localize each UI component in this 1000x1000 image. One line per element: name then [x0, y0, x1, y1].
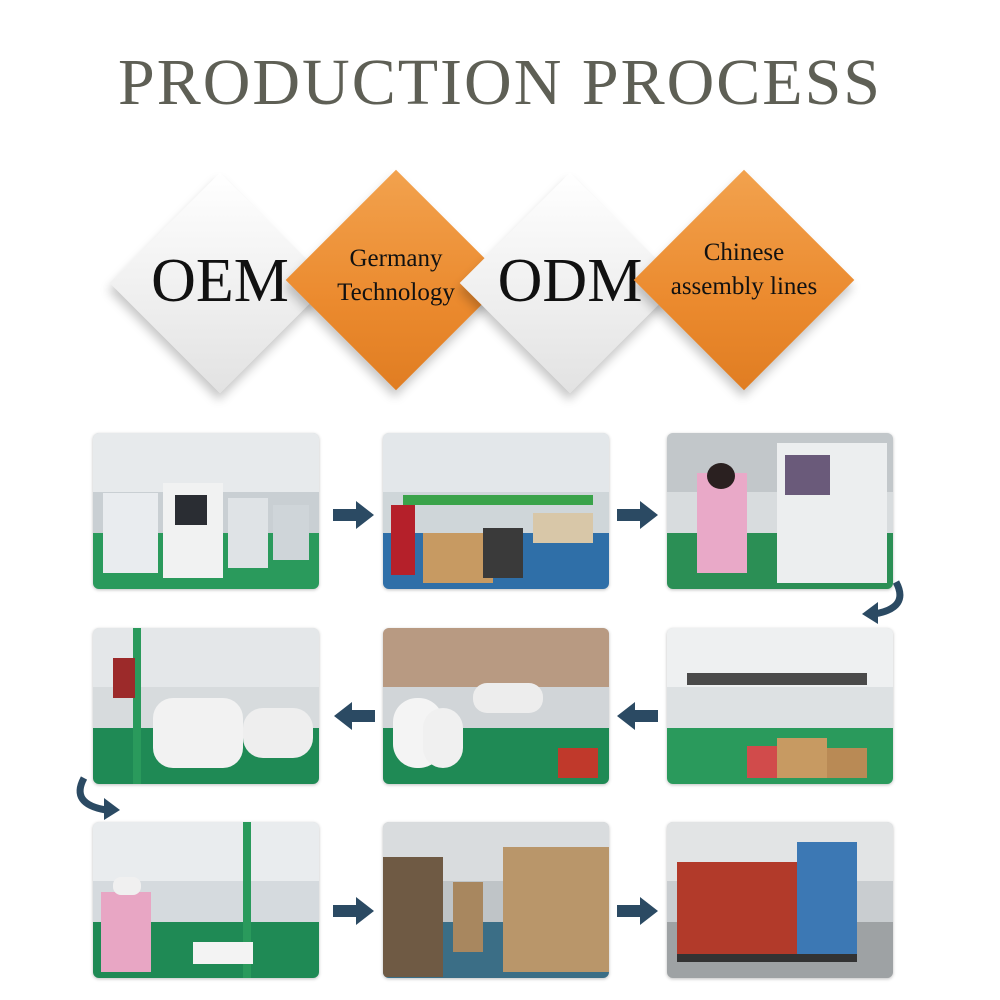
photo-container-truck [667, 822, 893, 978]
germany-technology-label: Germany Technology [296, 242, 496, 310]
technology-text: Technology [337, 279, 455, 306]
photo-camera-conveyor [383, 628, 609, 784]
odm-label: ODM [497, 247, 643, 315]
chinese-text: Chinese [703, 239, 785, 266]
page-title: PRODUCTION PROCESS [118, 46, 882, 119]
photo-workers-assembling [93, 822, 319, 978]
germany-text: Germany [349, 245, 443, 272]
photo-warehouse-cartons [383, 822, 609, 978]
photo-smt-machines [93, 433, 319, 589]
photo-packing-line [383, 433, 609, 589]
curve-arrow-right [862, 580, 904, 624]
photo-aoi-machine [667, 433, 893, 589]
photo-assembly-line [93, 628, 319, 784]
oem-label: OEM [151, 247, 289, 315]
curve-arrow-left [76, 776, 120, 820]
chinese-assembly-label: Chinese assembly lines [634, 236, 854, 304]
assembly-lines-text: assembly lines [670, 273, 818, 300]
photo-workshop-cartons [667, 628, 893, 784]
